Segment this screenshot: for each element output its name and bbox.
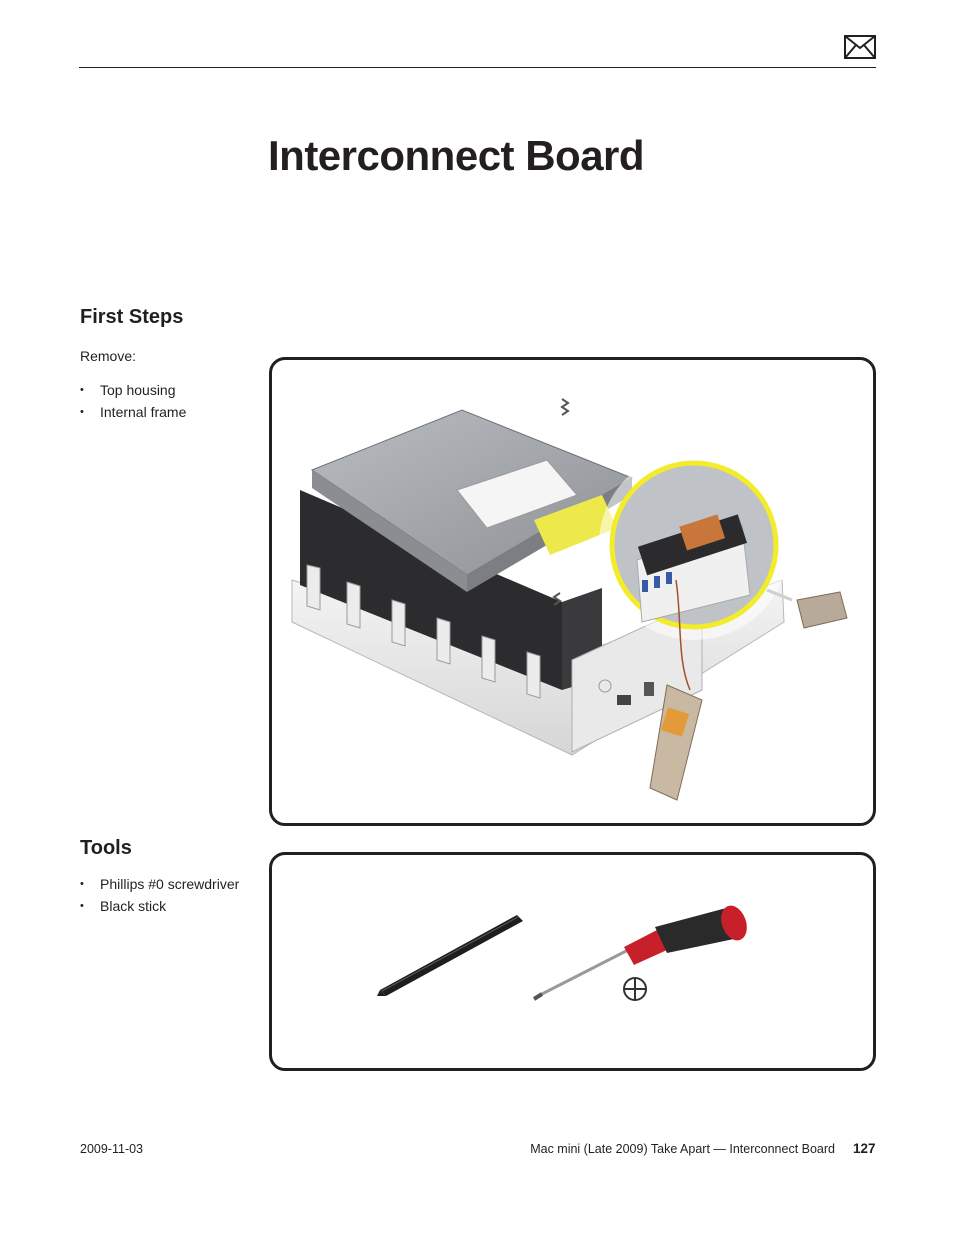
black-stick-icon xyxy=(377,915,523,996)
tools-photo xyxy=(269,852,876,1071)
page-title: Interconnect Board xyxy=(268,132,645,179)
list-item: Internal frame xyxy=(80,402,186,424)
header-rule xyxy=(79,67,876,68)
tools-list: Phillips #0 screwdriver Black stick xyxy=(80,874,239,917)
first-steps-heading: First Steps xyxy=(80,306,184,328)
interconnect-board-photo xyxy=(269,357,876,826)
phillips-bit-icon xyxy=(623,977,647,1001)
list-item: Top housing xyxy=(80,380,186,402)
list-item: Black stick xyxy=(80,896,239,918)
footer-document-title: Mac mini (Late 2009) Take Apart — Interc… xyxy=(530,1142,835,1156)
footer-date: 2009-11-03 xyxy=(80,1142,144,1156)
screwdriver-icon xyxy=(532,905,747,1001)
list-item: Phillips #0 screwdriver xyxy=(80,874,239,896)
first-steps-list: Top housing Internal frame xyxy=(80,380,186,423)
tools-heading: Tools xyxy=(80,837,132,859)
page-number: 127 xyxy=(853,1141,876,1156)
tools-illustration xyxy=(377,905,747,1001)
remove-label: Remove: xyxy=(80,348,137,364)
mac-mini-illustration xyxy=(291,398,848,801)
mail-icon[interactable] xyxy=(844,35,876,59)
